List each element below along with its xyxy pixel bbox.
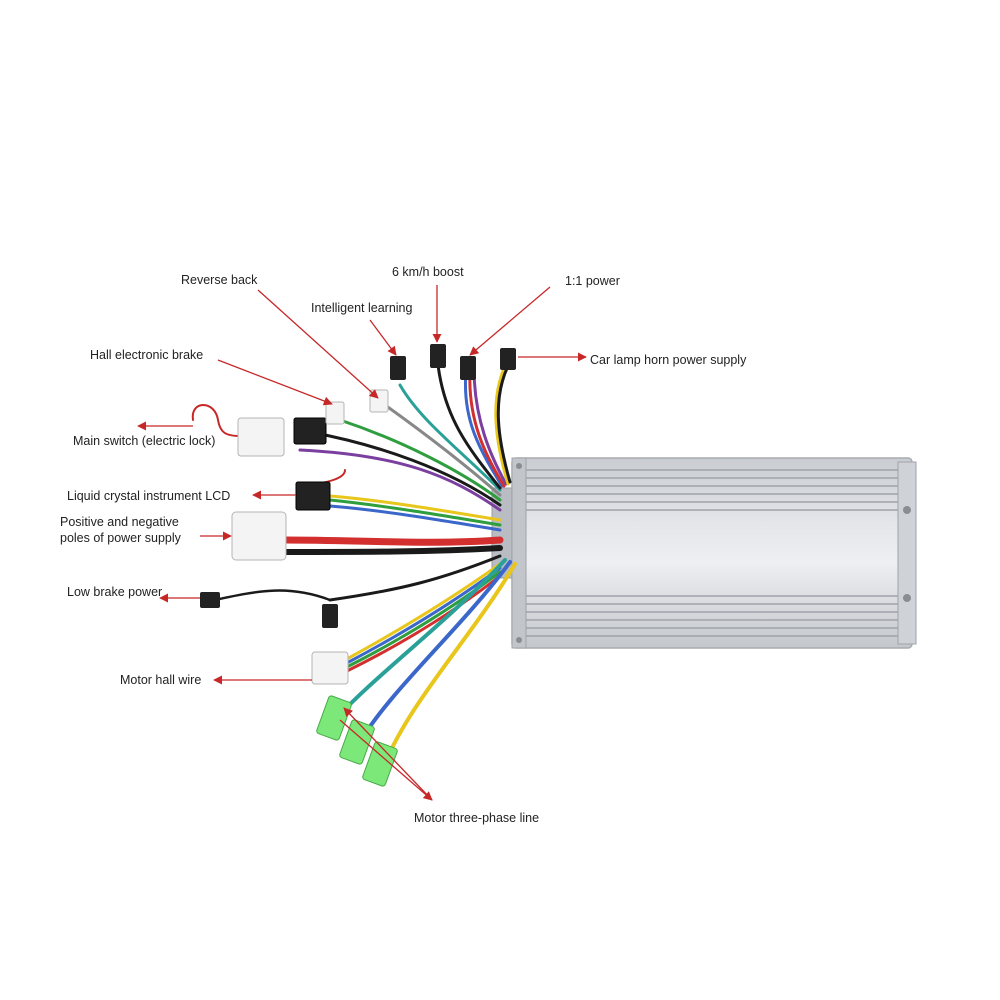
label-reverse-back: Reverse back (181, 273, 258, 287)
label-power-supply-line1: Positive and negative (60, 515, 179, 529)
label-lcd: Liquid crystal instrument LCD (67, 489, 231, 503)
cooling-fins (526, 469, 898, 637)
arrow-1-1-power (469, 286, 551, 356)
controller-housing (491, 457, 917, 649)
arrow-intelligent-learning (369, 319, 397, 356)
arrow-reverse-back (257, 289, 379, 399)
label-power-supply-line2: poles of power supply (60, 531, 181, 545)
label-hall-electronic-brake: Hall electronic brake (90, 348, 204, 362)
wire-harness (191, 363, 517, 772)
label-car-lamp-horn: Car lamp horn power supply (590, 353, 747, 367)
leader-arrows (137, 285, 587, 801)
arrow-motor-three-phase-top (343, 707, 433, 801)
label-motor-three-phase: Motor three-phase line (414, 811, 540, 825)
label-low-brake-power: Low brake power (67, 585, 163, 599)
arrow-motor-three-phase (339, 719, 433, 801)
label-1-1-power: 1:1 power (565, 274, 620, 288)
label-main-switch: Main switch (electric lock) (73, 434, 216, 448)
label-motor-hall-wire: Motor hall wire (120, 673, 202, 687)
label-6kmh-boost: 6 km/h boost (392, 265, 464, 279)
label-intelligent-learning: Intelligent learning (311, 301, 413, 315)
arrow-hall-electronic-brake (217, 359, 333, 406)
